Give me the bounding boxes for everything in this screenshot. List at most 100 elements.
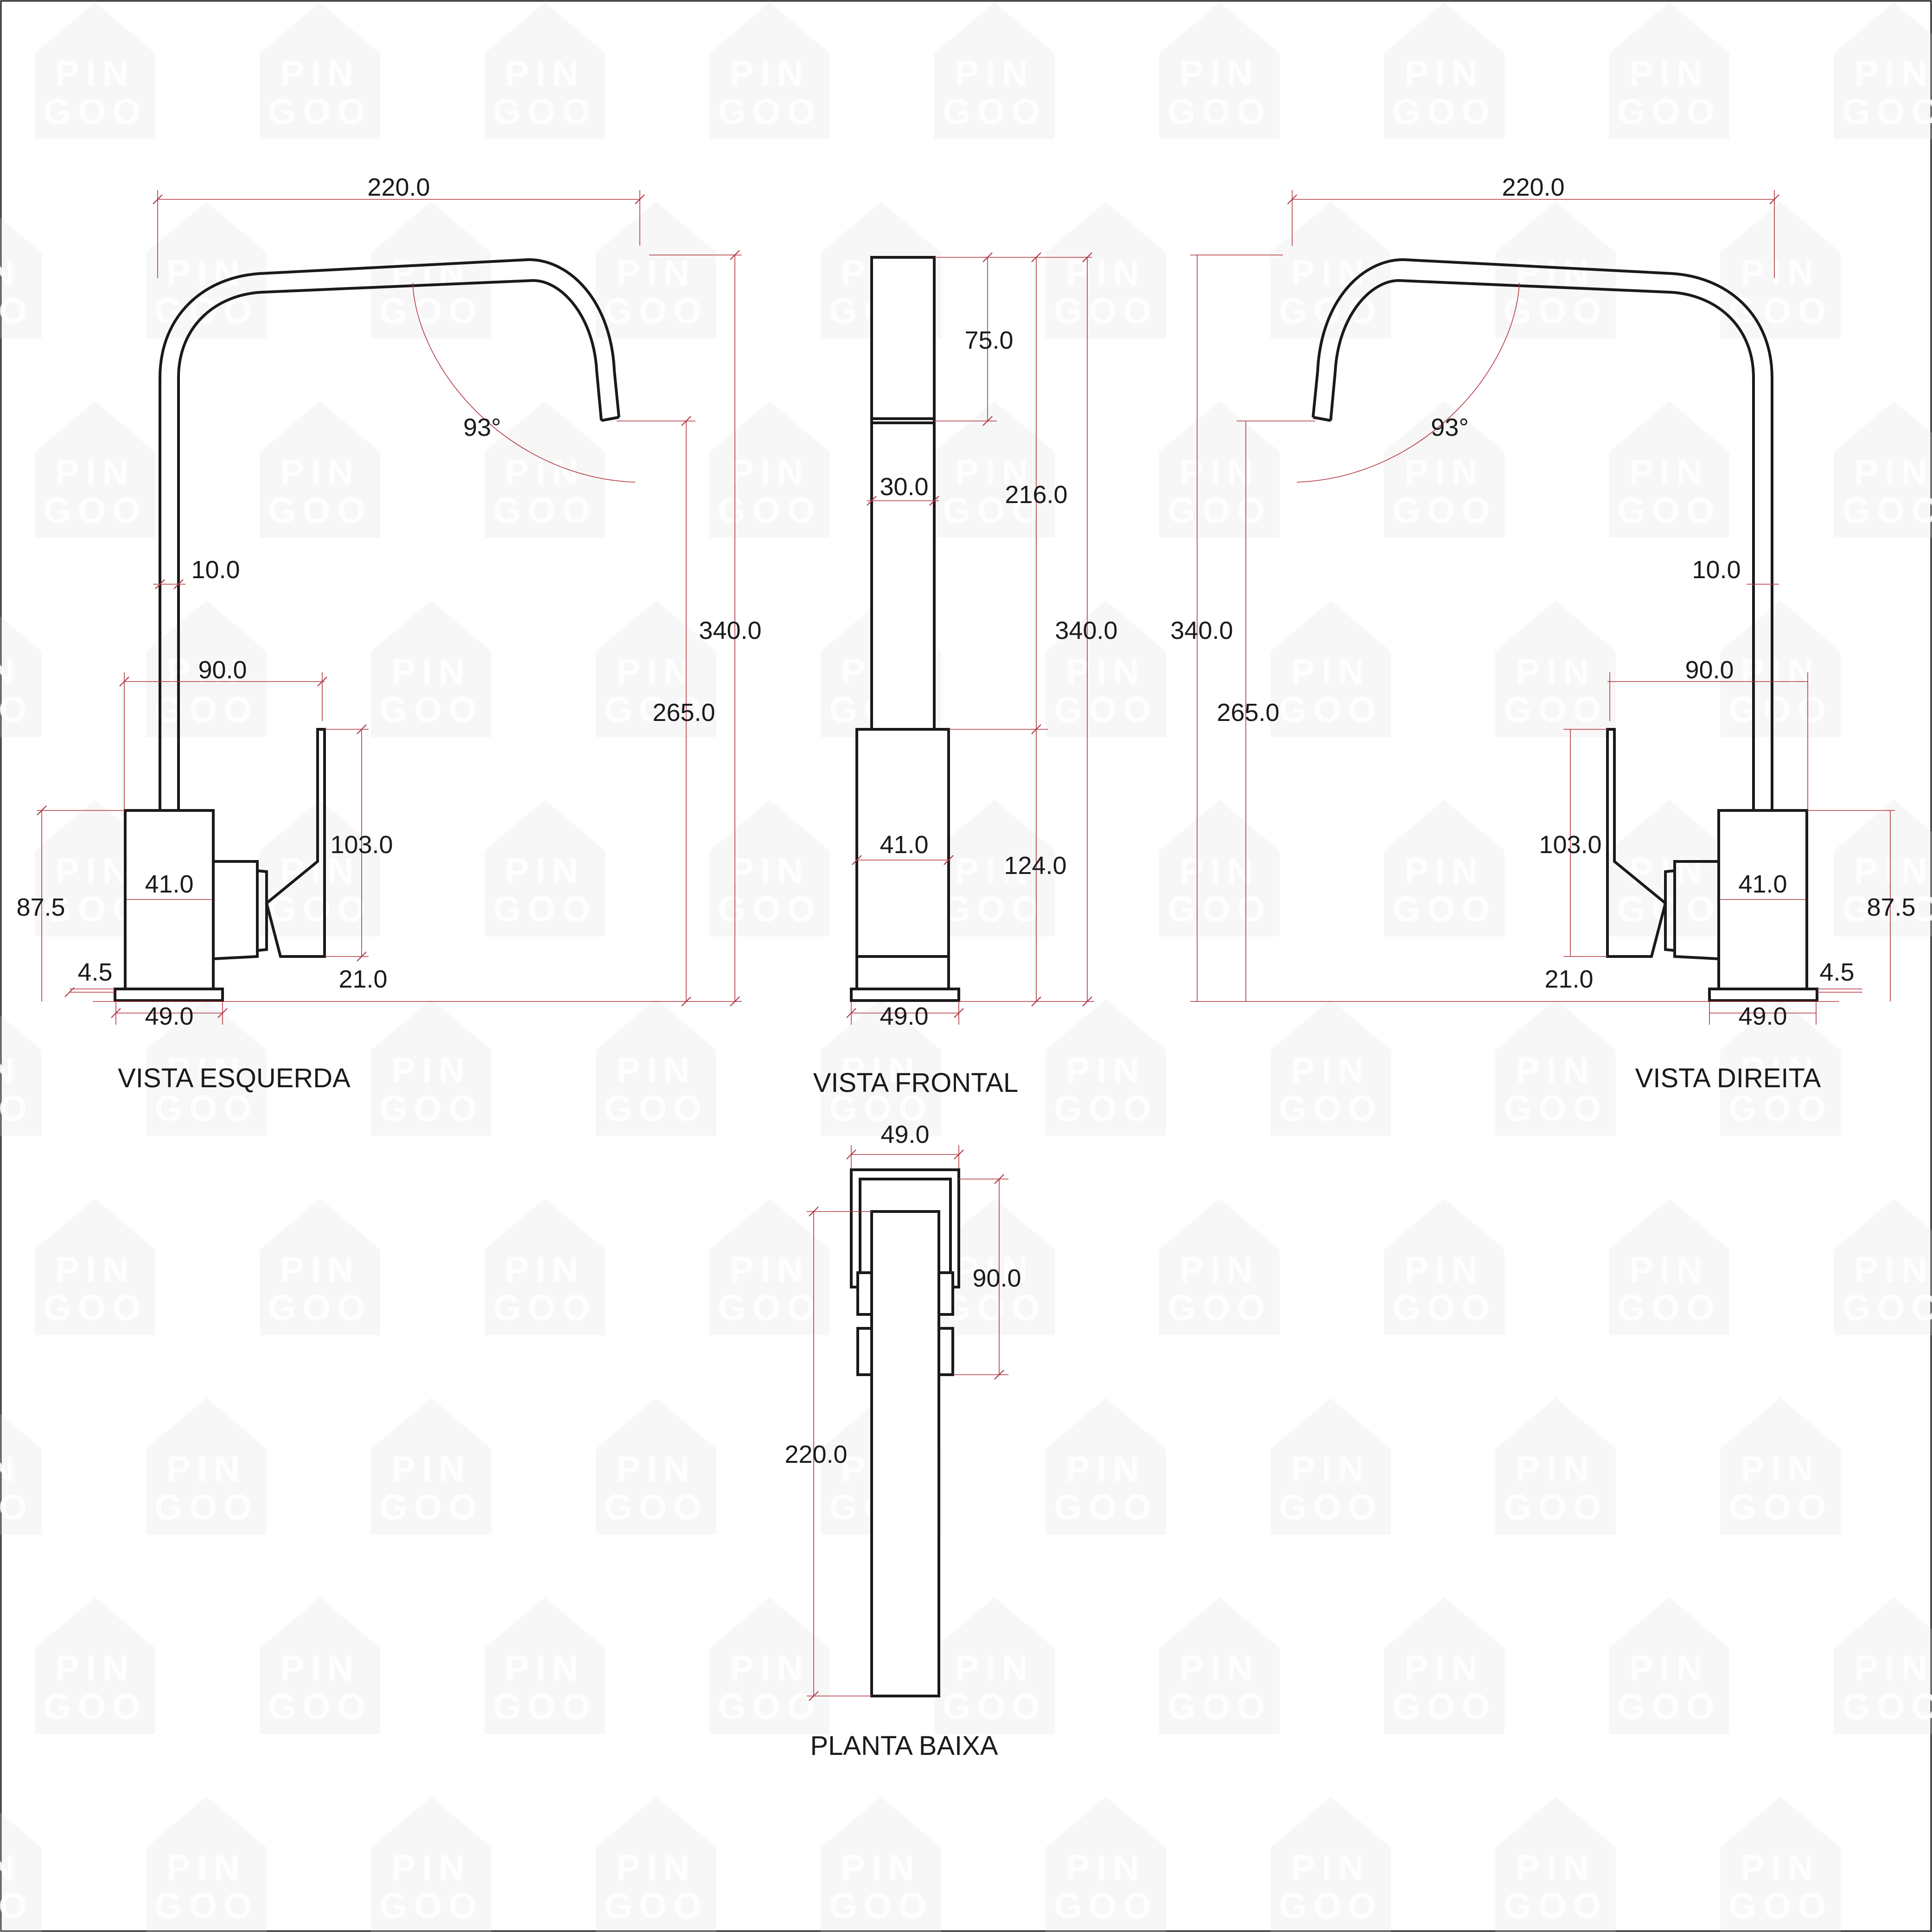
svg-text:PIN: PIN: [955, 850, 1034, 891]
svg-text:PIN: PIN: [1066, 651, 1146, 692]
svg-text:PIN: PIN: [0, 651, 21, 692]
left-label-220: 220.0: [367, 173, 430, 201]
svg-text:GOO: GOO: [1392, 1686, 1496, 1727]
svg-text:GOO: GOO: [1504, 1885, 1607, 1926]
right-label-265: 265.0: [1217, 699, 1279, 727]
svg-text:PIN: PIN: [55, 1249, 135, 1290]
left-angle-arc: [412, 282, 636, 483]
left-label-265: 265.0: [652, 699, 715, 727]
svg-text:PIN: PIN: [0, 1448, 21, 1489]
svg-text:GOO: GOO: [1617, 1686, 1721, 1727]
svg-text:PIN: PIN: [1291, 651, 1371, 692]
svg-text:GOO: GOO: [0, 1885, 33, 1926]
svg-text:GOO: GOO: [43, 1686, 147, 1727]
front-label-41: 41.0: [880, 831, 928, 859]
svg-text:GOO: GOO: [829, 1885, 933, 1926]
svg-text:GOO: GOO: [604, 290, 708, 331]
svg-text:GOO: GOO: [718, 490, 822, 530]
svg-text:GOO: GOO: [1167, 91, 1271, 132]
svg-text:GOO: GOO: [43, 1287, 147, 1328]
svg-text:PIN: PIN: [1741, 1050, 1820, 1090]
svg-text:PIN: PIN: [1066, 252, 1146, 293]
svg-text:GOO: GOO: [379, 1486, 483, 1527]
svg-text:PIN: PIN: [1854, 850, 1932, 891]
svg-text:PIN: PIN: [1180, 850, 1259, 891]
svg-text:GOO: GOO: [493, 91, 597, 132]
svg-text:PIN: PIN: [55, 850, 135, 891]
left-spout-inner: [177, 279, 603, 810]
svg-text:PIN: PIN: [616, 252, 696, 293]
svg-text:PIN: PIN: [1741, 1448, 1820, 1489]
right-label-41: 41.0: [1738, 870, 1787, 898]
left-label-90: 90.0: [198, 656, 247, 684]
svg-text:GOO: GOO: [1728, 1885, 1832, 1926]
svg-text:PIN: PIN: [505, 53, 585, 94]
left-view: 220.0 93° 340.0 265.0 10.0 90.0 103.0 41…: [16, 173, 761, 1093]
svg-text:PIN: PIN: [0, 1050, 21, 1090]
svg-text:GOO: GOO: [1392, 888, 1496, 929]
svg-text:GOO: GOO: [43, 91, 147, 132]
svg-text:PIN: PIN: [730, 452, 810, 492]
svg-text:GOO: GOO: [1054, 1885, 1158, 1926]
svg-text:PIN: PIN: [1516, 1448, 1595, 1489]
svg-text:GOO: GOO: [1392, 1287, 1496, 1328]
svg-text:GOO: GOO: [493, 1686, 597, 1727]
svg-text:GOO: GOO: [154, 1885, 258, 1926]
svg-text:GOO: GOO: [1617, 1287, 1721, 1328]
svg-text:PIN: PIN: [1291, 1847, 1371, 1888]
svg-text:PIN: PIN: [505, 452, 585, 492]
left-label-10: 10.0: [191, 556, 240, 584]
svg-text:PIN: PIN: [955, 1648, 1034, 1689]
front-label-216: 216.0: [1005, 481, 1067, 509]
front-view-title: VISTA FRONTAL: [813, 1068, 1019, 1098]
svg-text:PIN: PIN: [1066, 1847, 1146, 1888]
front-body: [855, 728, 950, 990]
svg-text:GOO: GOO: [1279, 689, 1383, 730]
svg-text:GOO: GOO: [604, 1486, 708, 1527]
left-spout-tip: [601, 416, 619, 422]
svg-text:PIN: PIN: [166, 1847, 246, 1888]
svg-text:PIN: PIN: [1629, 452, 1709, 492]
svg-text:GOO: GOO: [1728, 1486, 1832, 1527]
svg-text:GOO: GOO: [379, 1088, 483, 1129]
svg-text:GOO: GOO: [43, 490, 147, 530]
plan-label-220: 220.0: [784, 1441, 847, 1468]
left-spout-outer: [159, 258, 620, 810]
svg-text:PIN: PIN: [616, 1050, 696, 1090]
svg-text:GOO: GOO: [718, 1287, 822, 1328]
svg-text:GOO: GOO: [718, 888, 822, 929]
svg-text:GOO: GOO: [0, 689, 33, 730]
svg-text:GOO: GOO: [604, 689, 708, 730]
svg-text:PIN: PIN: [1741, 252, 1820, 293]
svg-text:GOO: GOO: [1504, 689, 1607, 730]
svg-text:GOO: GOO: [493, 888, 597, 929]
right-label-220: 220.0: [1502, 173, 1564, 201]
svg-text:PIN: PIN: [1516, 1847, 1595, 1888]
right-view-labels: 220.0 93° 340.0 265.0 10.0 90.0 103.0 41…: [1170, 173, 1915, 1093]
plan-view-title: PLANTA BAIXA: [810, 1731, 998, 1761]
svg-text:GOO: GOO: [1504, 1088, 1607, 1129]
left-view-title: VISTA ESQUERDA: [118, 1063, 351, 1093]
left-label-340: 340.0: [699, 617, 761, 644]
right-label-340: 340.0: [1170, 617, 1233, 644]
left-label-angle: 93°: [463, 414, 501, 441]
svg-text:PIN: PIN: [391, 1050, 471, 1090]
